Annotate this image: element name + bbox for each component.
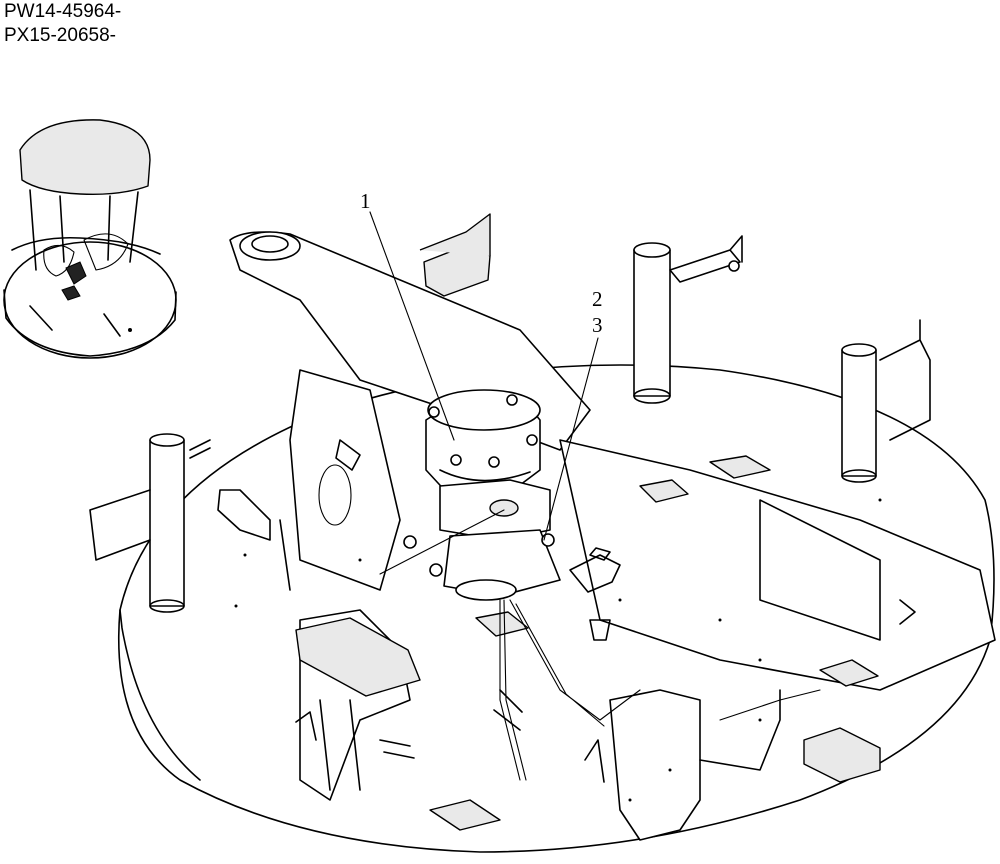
support-post-left bbox=[149, 433, 185, 613]
left-frame-plate bbox=[289, 369, 401, 591]
support-post-right bbox=[841, 343, 877, 483]
serial-range-2: PX15-20658- bbox=[4, 25, 116, 46]
mount-pad-6 bbox=[803, 727, 881, 783]
rivet-detail bbox=[234, 498, 882, 802]
upper-frame-assembly bbox=[89, 213, 996, 853]
mount-pad-2 bbox=[639, 479, 689, 503]
mount-pad-3 bbox=[709, 455, 771, 479]
support-post-rear bbox=[633, 242, 671, 404]
counterweight-block bbox=[295, 617, 421, 697]
callout-2-leader bbox=[379, 509, 505, 575]
callout-1: 1 bbox=[360, 189, 455, 441]
callout-1-label: 1 bbox=[360, 189, 371, 213]
callout-3-label: 3 bbox=[592, 313, 603, 337]
mount-pad-4 bbox=[819, 659, 879, 687]
serial-range-1: PW14-45964- bbox=[4, 1, 122, 22]
swing-motor-assembly bbox=[403, 389, 561, 601]
front-right-bracket bbox=[609, 689, 701, 841]
serial-number-header: PW14-45964- PX15-20658- bbox=[4, 0, 121, 48]
callout-2: 2 bbox=[592, 287, 603, 311]
callout-2-label: 2 bbox=[592, 287, 603, 311]
mount-pad-5 bbox=[429, 799, 501, 831]
callout-3: 3 bbox=[543, 313, 603, 541]
mount-pad-1 bbox=[475, 611, 529, 637]
machine-locator-thumbnail bbox=[3, 119, 177, 359]
